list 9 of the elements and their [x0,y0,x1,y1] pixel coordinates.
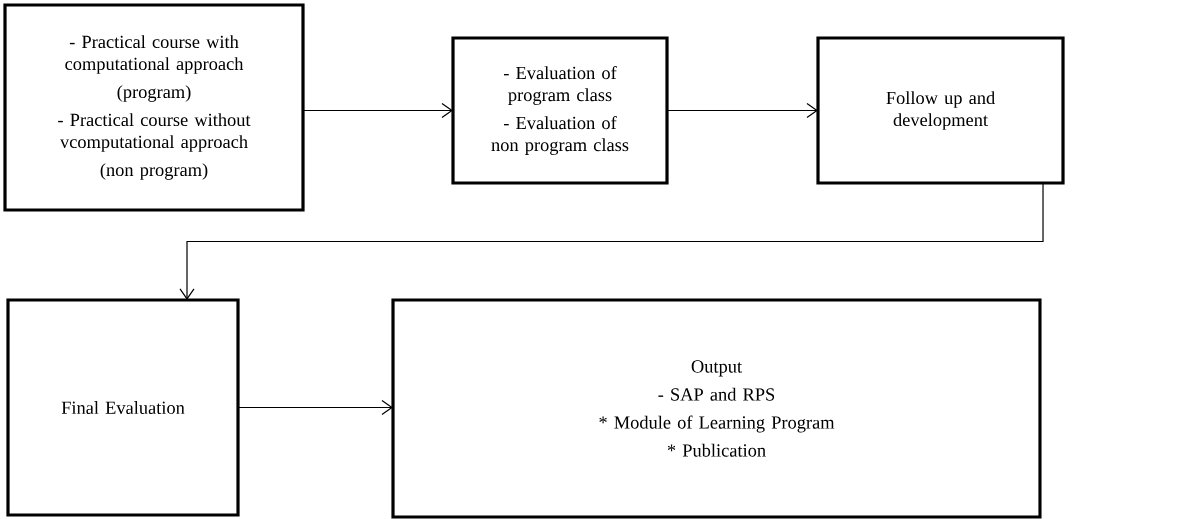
process-box: Follow up and development [816,36,1065,185]
process-box: Output - SAP and RPS * Module of Learning Program * Publication [391,298,1042,519]
process-box: Final Evaluation [6,298,240,517]
process-box: - Practical course with computational approach (program) - Practical course without vcomputational approach (non program) [3,3,305,212]
process-box: - Evaluation of program class - Evaluation of non program class [451,36,669,185]
arrow [237,399,393,416]
arrow [179,182,1044,300]
arrow [302,102,453,119]
arrow [666,102,818,119]
